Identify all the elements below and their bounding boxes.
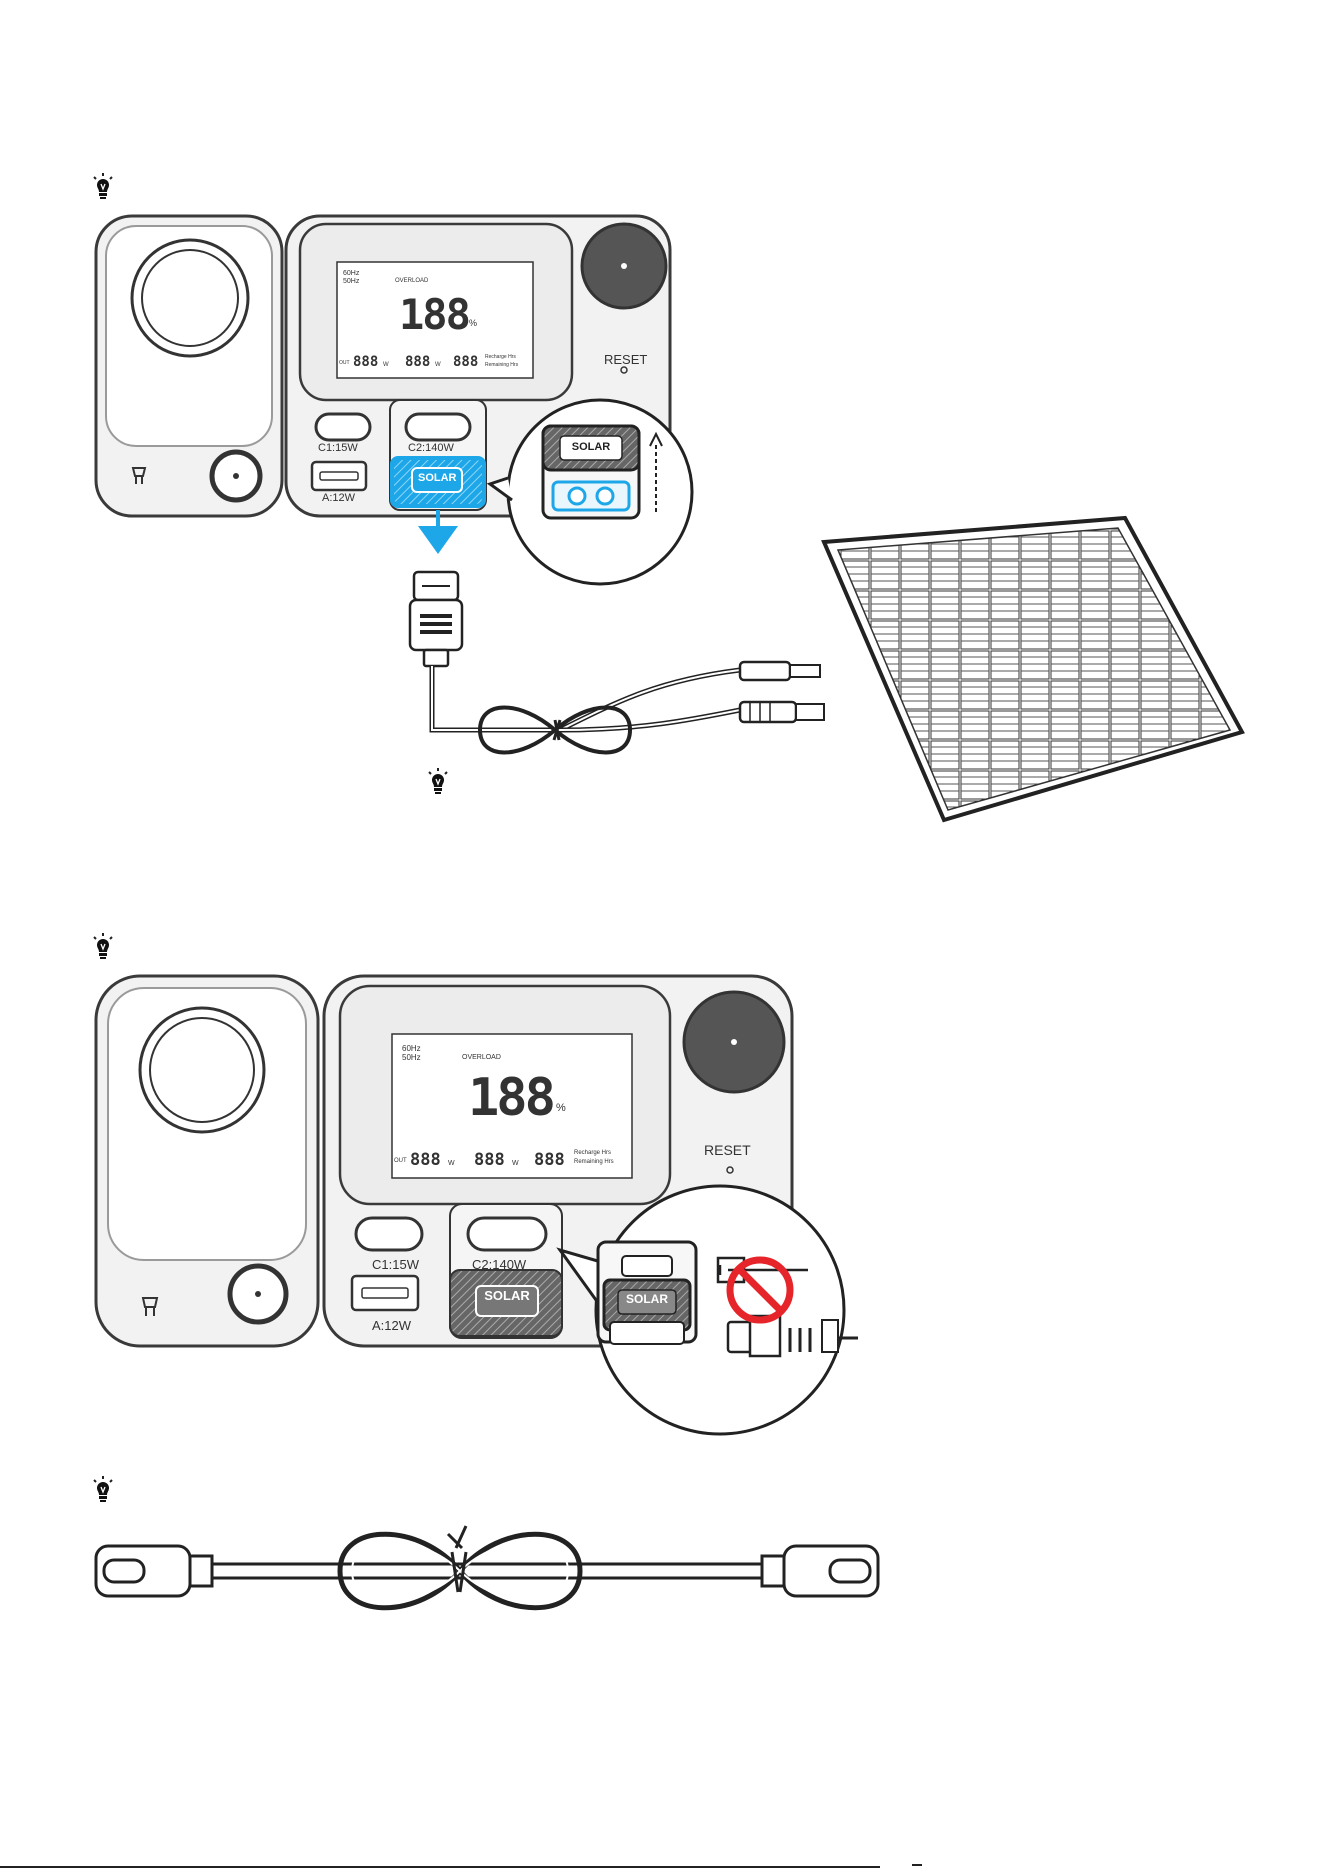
port-c1-label: C1:15W <box>318 442 358 454</box>
battery-side-module <box>96 216 282 516</box>
lcd-in-unit: W <box>435 362 441 368</box>
lcd-remaining: Remaining Hrs <box>485 362 518 368</box>
lcd-percent: 188 <box>468 1068 553 1128</box>
lcd-overload: OVERLOAD <box>395 278 428 284</box>
battery-side-module <box>96 976 318 1346</box>
port-a-label: A:12W <box>372 1318 411 1333</box>
lcd-out-watts: 888 <box>353 354 378 370</box>
lcd-out-unit: W <box>383 362 389 368</box>
lcd-overload: OVERLOAD <box>462 1054 501 1061</box>
lcd-out-label: OUT <box>394 1158 407 1164</box>
port-c2-label: C2:140W <box>408 442 454 454</box>
lcd-in-watts: 888 <box>405 354 430 370</box>
lcd-freq-bottom: 50Hz <box>343 278 359 285</box>
lcd-recharge: Recharge Hrs <box>574 1150 611 1156</box>
lcd-display: 60Hz 50Hz OVERLOAD 188 % OUT 888 W 888 W… <box>337 262 533 378</box>
lcd-hours: 888 <box>453 354 478 370</box>
lcd-freq-bottom: 50Hz <box>402 1053 421 1062</box>
lightbulb-tip-icon <box>92 1475 114 1503</box>
lcd-out-label: OUT <box>339 360 350 366</box>
port-c2-label: C2:140W <box>472 1257 526 1272</box>
lightbulb-tip-icon <box>92 932 114 960</box>
port-c1-label: C1:15W <box>372 1257 419 1272</box>
zoom-solar-label: SOLAR <box>618 1292 676 1306</box>
port-a-label: A:12W <box>322 492 355 504</box>
lcd-in-unit: W <box>512 1160 519 1167</box>
figure-solar-port-cover <box>0 960 1324 1440</box>
solar-panel-icon <box>824 518 1242 820</box>
solar-port-label: SOLAR <box>476 1288 538 1303</box>
lcd-hours: 888 <box>534 1150 565 1170</box>
lcd-percent-sign: % <box>469 318 477 328</box>
lcd-out-unit: W <box>448 1160 455 1167</box>
lcd-out-watts: 888 <box>410 1150 441 1170</box>
lcd-display: 60Hz 50Hz OVERLOAD 188 % OUT 888 W 888 W… <box>392 1034 632 1178</box>
footer-rule <box>0 1866 880 1868</box>
solar-charging-cable <box>410 572 824 753</box>
zoom-solar-label: SOLAR <box>560 441 622 453</box>
reset-label: RESET <box>604 352 647 367</box>
footer-tick <box>912 1864 922 1866</box>
lcd-freq-top: 60Hz <box>343 270 359 277</box>
reset-label: RESET <box>704 1142 751 1158</box>
lcd-remaining: Remaining Hrs <box>574 1159 614 1165</box>
lcd-recharge: Recharge Hrs <box>485 354 516 360</box>
lcd-in-watts: 888 <box>474 1150 505 1170</box>
lightbulb-tip-icon <box>92 172 114 200</box>
lcd-percent: 188 <box>399 290 469 339</box>
lcd-freq-top: 60Hz <box>402 1044 421 1053</box>
figure-solar-connection <box>0 200 1324 840</box>
usb-c-cable-icon <box>0 1500 1324 1640</box>
solar-port-label: SOLAR <box>418 472 456 484</box>
lcd-percent-sign: % <box>556 1102 566 1114</box>
